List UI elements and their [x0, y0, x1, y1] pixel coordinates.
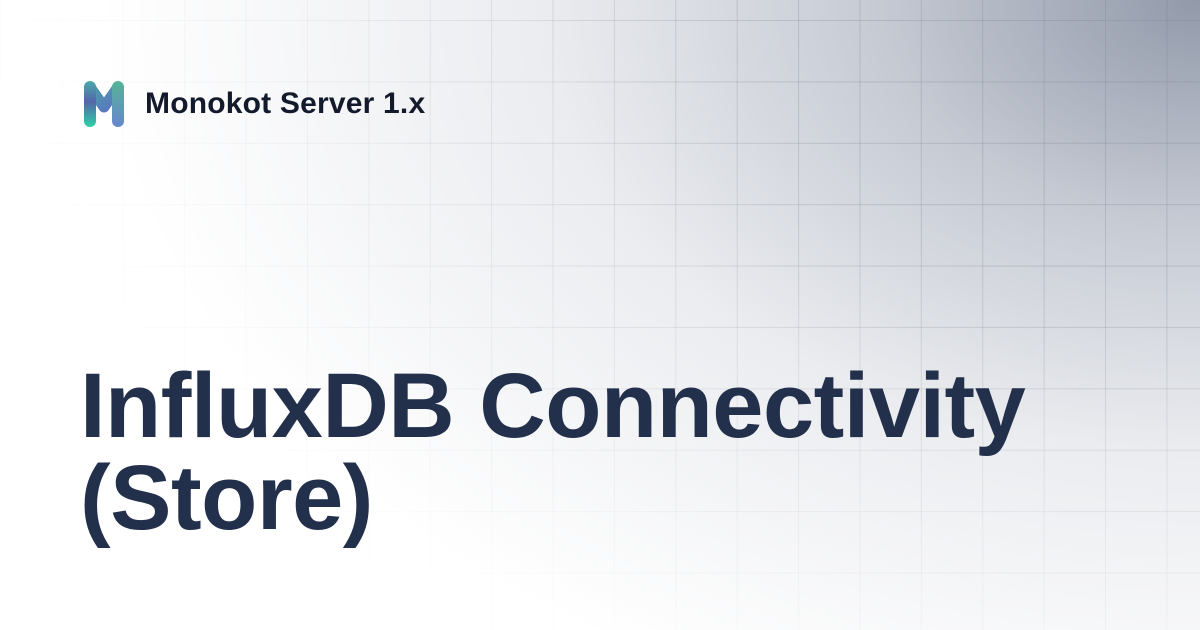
brand-header: Monokot Server 1.x: [82, 81, 425, 127]
page-title-line-2: (Store): [80, 447, 373, 549]
monokot-logo-icon: [84, 81, 124, 127]
page-title-line-1: InfluxDB Connectivity: [80, 355, 1026, 457]
brand-name: Monokot Server 1.x: [145, 87, 426, 120]
page-title: InfluxDB Connectivity (Store): [80, 355, 1026, 549]
